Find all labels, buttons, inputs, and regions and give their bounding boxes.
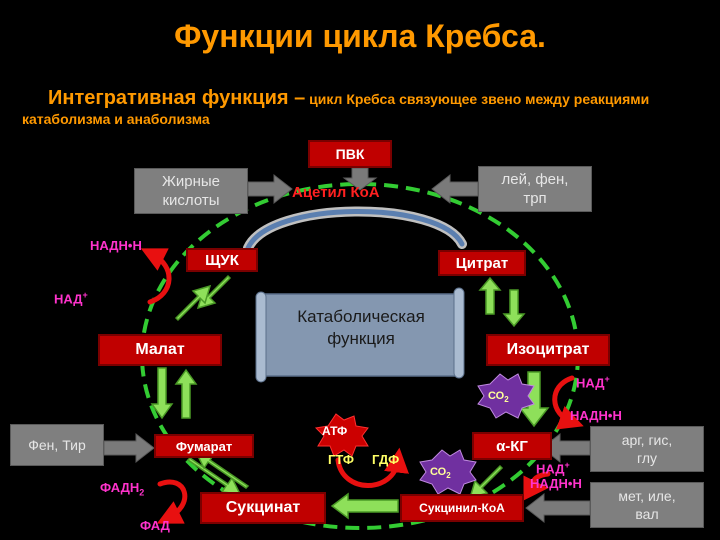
amino-line2: трп: [523, 190, 547, 207]
node-malate: Малат: [98, 334, 222, 366]
step-arrows: [150, 274, 550, 520]
co2-2-text: СО: [430, 466, 447, 478]
label-nadh-left: НАДН•Н: [90, 238, 142, 253]
nad-left-text: НАД: [54, 291, 83, 307]
node-arg-gis-glu: арг, гис, глу: [590, 426, 704, 472]
node-phen-tyr: Фен, Тир: [10, 424, 104, 466]
nad-curve-right2: [523, 471, 551, 501]
catabolic-function-label: Катаболическая функция: [268, 306, 454, 350]
fatty-line1: Жирные: [162, 173, 220, 190]
pvk-arrow: [342, 167, 378, 191]
label-gtp: ГТФ: [328, 452, 354, 467]
atp-burst: [314, 413, 369, 457]
node-succinyl-coa: Сукцинил-КоА: [400, 494, 524, 522]
nad-right2-text: НАД: [536, 461, 565, 477]
gtp-curve: [335, 447, 409, 488]
label-atp: АТФ: [322, 424, 348, 438]
node-fatty-acids: Жирные кислоты: [134, 168, 248, 214]
label-nad-right: НАД+: [576, 374, 610, 390]
fad-curve: [156, 479, 188, 524]
phen-arrow: [103, 432, 155, 464]
node-citrate: Цитрат: [438, 250, 526, 276]
label-gdp: ГДФ: [372, 452, 400, 467]
arg-line2: глу: [637, 450, 657, 466]
center-scroll: [255, 287, 465, 383]
fatty-arrow: [247, 173, 293, 205]
nad-curve-right: [552, 375, 584, 430]
label-fad: ФАД: [140, 518, 170, 533]
node-shuk: ЩУК: [186, 248, 258, 272]
acetyl-arc: [243, 206, 467, 253]
label-nad-right2: НАД+: [536, 460, 570, 476]
label-fadh2: ФАДН2: [100, 480, 144, 498]
nad-right-plus: +: [604, 374, 610, 384]
node-acetyl-coa: Ацетил КоА: [292, 184, 380, 201]
subtitle: Интегративная функция – цикл Кребса связ…: [22, 88, 702, 129]
amino-arrow: [431, 173, 479, 205]
fadh-text: ФАДН: [100, 480, 140, 495]
node-akg: α-КГ: [472, 432, 552, 460]
met-line2: вал: [635, 506, 659, 522]
co2-burst-1: [477, 373, 535, 419]
node-fumarate: Фумарат: [154, 434, 254, 458]
page-title: Функции цикла Кребса.: [174, 18, 546, 54]
label-nad-left: НАД+: [54, 290, 88, 306]
node-succinate: Сукцинат: [200, 492, 326, 524]
met-line1: мет, иле,: [618, 488, 676, 504]
co2-burst-2: [419, 449, 477, 495]
nad-left-plus: +: [82, 290, 88, 300]
label-nadh-right: НАДН•Н: [570, 408, 622, 423]
met-arrow: [525, 492, 591, 524]
node-met-ile-val: мет, иле, вал: [590, 482, 704, 528]
subtitle-lead: Интегративная функция –: [48, 87, 306, 109]
co2-2-sub: 2: [446, 471, 451, 481]
nad-curve-left: [140, 248, 172, 305]
label-co2-1: СО2: [488, 390, 509, 404]
subtitle-rest: цикл Кребса связующее звено между реакци…: [22, 91, 650, 127]
catabolic-line2: функция: [327, 329, 395, 348]
fatty-line2: кислоты: [162, 192, 220, 209]
node-pvk: ПВК: [308, 140, 392, 168]
label-nadh-right2: НАДН•Н: [530, 476, 582, 491]
nad-right-text: НАД: [576, 375, 605, 391]
amino-line1: лей, фен,: [501, 171, 569, 188]
node-amino-lei: лей, фен, трп: [478, 166, 592, 212]
co2-1-sub: 2: [504, 395, 509, 405]
cofactor-curves: [140, 248, 584, 524]
label-co2-2: СО2: [430, 466, 451, 480]
co2-1-text: СО: [488, 390, 505, 402]
fadh-sub: 2: [139, 487, 145, 498]
nad-right2-plus: +: [564, 460, 570, 470]
catabolic-line1: Катаболическая: [297, 307, 425, 326]
node-isocitrate: Изоцитрат: [486, 334, 610, 366]
feed-arrows: [103, 167, 591, 524]
arg-line1: арг, гис,: [621, 432, 673, 448]
